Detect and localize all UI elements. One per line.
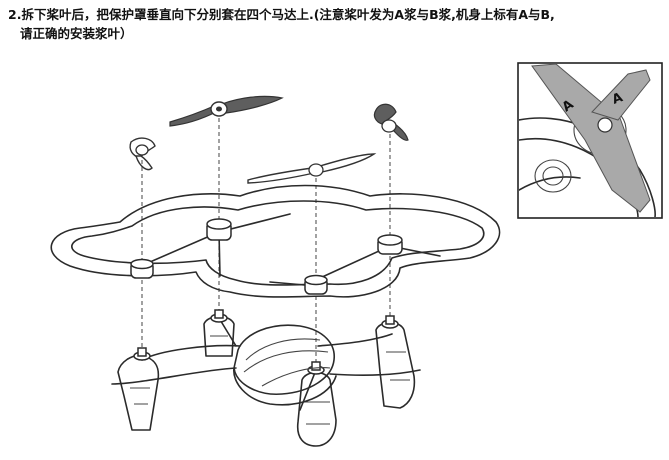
inset-prop-hub [597,117,613,133]
arm-left [141,344,241,361]
arm-front [299,369,317,411]
guard-socket-1 [206,218,232,241]
body-canopy [233,324,337,406]
inset-mount-ring [534,159,572,193]
propeller-top-center [169,95,284,127]
alignment-guides [141,118,391,366]
inset-mount-hole [542,166,564,186]
guard-socket-3 [377,234,403,255]
guard-outer-ring [50,184,501,298]
instruction-line-2: 请正确的安装浆叶） [20,26,133,41]
motor-leg-rear [203,309,235,357]
inset-blade-a [531,64,651,213]
motor-leg-right [375,315,416,409]
guard-inner-ring [71,200,485,286]
instruction-text: 2.拆下桨叶后，把保护罩垂直向下分别套在四个马达上.(注意桨叶发为A浆与B浆,机… [8,5,663,43]
protective-guard [50,184,501,298]
instruction-line-1: 2.拆下桨叶后，把保护罩垂直向下分别套在四个马达上.(注意桨叶发为A浆与B浆,机… [8,7,555,22]
propeller-top-right [373,103,409,141]
motor-leg-left [117,347,160,431]
arm-right [317,333,393,347]
propeller-detail-inset: A A [517,62,663,219]
propeller-middle [247,153,377,184]
inset-label-a-right: A [610,90,625,108]
guard-socket-4 [304,274,328,295]
guard-socket-2 [130,258,154,279]
inset-blade-b [591,69,651,121]
quadcopter-body [111,309,421,447]
propeller-top-left [129,137,156,171]
